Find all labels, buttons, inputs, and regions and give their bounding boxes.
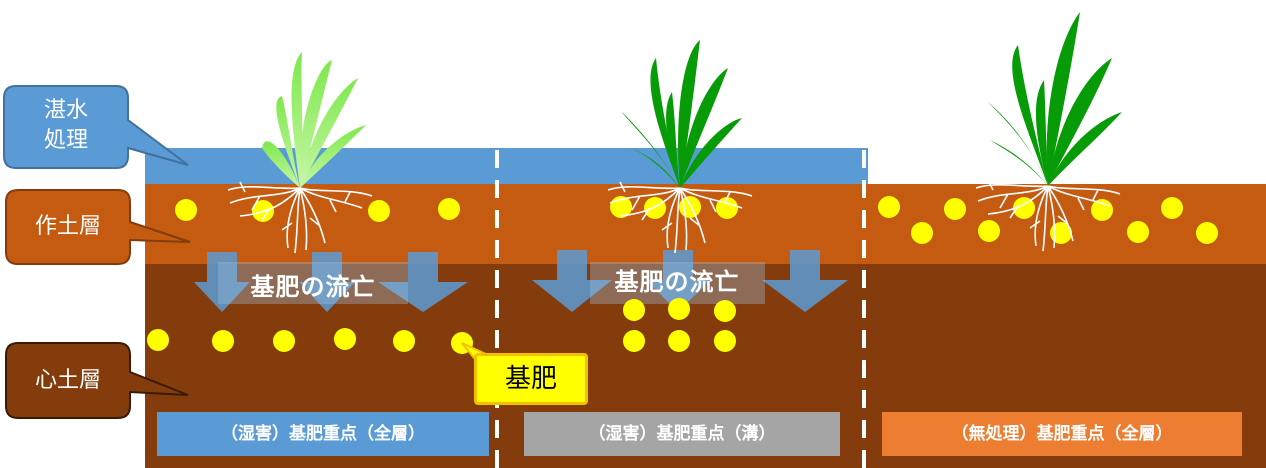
down-arrow-icon bbox=[194, 252, 250, 312]
plot-label-bg-3 bbox=[882, 412, 1242, 456]
plot-label-bg-1 bbox=[157, 412, 489, 456]
fertilizer-dots bbox=[147, 196, 1218, 354]
plot-label-2: （湿害）基肥重点（溝） bbox=[588, 424, 776, 444]
nutrient-loss-label-plot1: 基肥の流亡 bbox=[250, 273, 376, 301]
down-arrow-icon bbox=[646, 250, 710, 312]
flooding-callout bbox=[3, 85, 189, 169]
down-arrow-icon bbox=[299, 252, 355, 312]
plot-label-1: （湿害）基肥重点（全層） bbox=[221, 424, 425, 444]
topsoil-callout bbox=[5, 189, 191, 265]
plant-grown-icon bbox=[607, 40, 753, 254]
nutrient-loss-label-plot2: 基肥の流亡 bbox=[614, 268, 740, 296]
flow-label-bg bbox=[218, 262, 408, 304]
plot-label-bg-2 bbox=[524, 412, 840, 456]
plant-young-icon bbox=[227, 52, 373, 254]
flooding-callout-label: 湛水 処理 bbox=[16, 96, 116, 156]
plant-grown-icon bbox=[975, 12, 1122, 252]
flow-arrows-plot1 bbox=[194, 252, 468, 312]
topsoil-callout-label: 作土層 bbox=[34, 214, 101, 239]
fertilizer-label: 基肥 bbox=[474, 353, 588, 405]
flow-arrows-plot2 bbox=[532, 250, 848, 312]
flooding-label-line2: 処理 bbox=[43, 128, 88, 153]
subsoil-callout-label: 心土層 bbox=[34, 368, 101, 393]
down-arrow-icon bbox=[762, 250, 848, 312]
down-arrow-icon bbox=[378, 252, 468, 312]
down-arrow-icon bbox=[532, 250, 612, 312]
subsoil-callout bbox=[5, 342, 189, 419]
flooding-label-line1: 湛水 bbox=[43, 98, 88, 123]
flooding-water-layer bbox=[145, 148, 868, 184]
flow-label-bg bbox=[590, 262, 765, 304]
plot-label-3: （無処理）基肥重点（全層） bbox=[951, 424, 1173, 444]
